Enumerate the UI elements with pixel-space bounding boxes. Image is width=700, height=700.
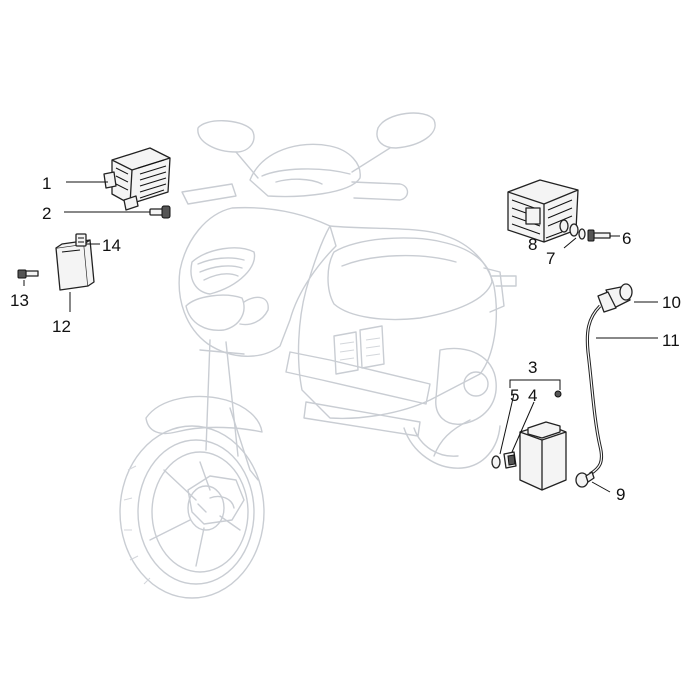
right-grip xyxy=(351,181,409,201)
scooter-outline xyxy=(119,112,517,599)
part-cable-end-9 xyxy=(575,471,595,488)
leader-5 xyxy=(499,393,515,455)
front-fork xyxy=(199,339,245,457)
leader-lines xyxy=(23,181,658,493)
right-mirror xyxy=(376,112,436,149)
leader-9 xyxy=(591,481,611,493)
front-shield xyxy=(178,206,337,357)
seat xyxy=(327,237,493,321)
front-fender xyxy=(145,395,263,435)
part-finned-regulator xyxy=(507,179,579,243)
rear-wheel xyxy=(403,425,501,469)
part-clip-14 xyxy=(75,233,87,247)
left-mirror xyxy=(197,120,255,153)
callout-8: 8 xyxy=(528,235,537,254)
part-screw-13 xyxy=(17,269,39,279)
part-cdi-unit xyxy=(55,239,95,291)
callout-11: 11 xyxy=(662,331,680,350)
part-spark-plug-cap xyxy=(597,283,633,313)
part-bolt-6 xyxy=(587,229,611,242)
part-washer-5 xyxy=(491,455,501,469)
callout-4: 4 xyxy=(528,386,537,405)
callout-6: 6 xyxy=(622,229,631,248)
engine xyxy=(435,347,497,425)
headlight xyxy=(185,294,245,331)
callout-1: 1 xyxy=(42,174,51,193)
callout-9: 9 xyxy=(616,485,625,504)
brake-caliper xyxy=(187,475,245,525)
part-voltage-regulator xyxy=(103,147,171,211)
callout-labels: 1 2 3 4 5 6 7 8 9 10 11 12 13 14 xyxy=(10,174,681,504)
bracket-dot xyxy=(554,390,562,398)
callout-14: 14 xyxy=(102,236,121,255)
part-ht-cable xyxy=(585,304,604,476)
floorboard xyxy=(285,351,431,405)
callout-2: 2 xyxy=(42,204,51,223)
part-washer-8 xyxy=(559,219,569,233)
front-wheel xyxy=(119,425,265,599)
callout-5: 5 xyxy=(510,386,519,405)
leader-3-bracket xyxy=(509,379,561,390)
callout-13: 13 xyxy=(10,291,29,310)
leader-8 xyxy=(545,231,563,239)
side-panel xyxy=(297,225,497,420)
callout-10: 10 xyxy=(662,293,681,312)
leader-7 xyxy=(563,237,577,249)
callout-7: 7 xyxy=(546,249,555,268)
leader-4 xyxy=(511,401,535,453)
part-washer-7 xyxy=(569,223,586,240)
callout-3: 3 xyxy=(528,358,537,377)
headset xyxy=(249,143,361,198)
part-screw-2 xyxy=(149,205,171,219)
part-ignition-coil xyxy=(503,421,567,491)
callout-12: 12 xyxy=(52,317,71,336)
